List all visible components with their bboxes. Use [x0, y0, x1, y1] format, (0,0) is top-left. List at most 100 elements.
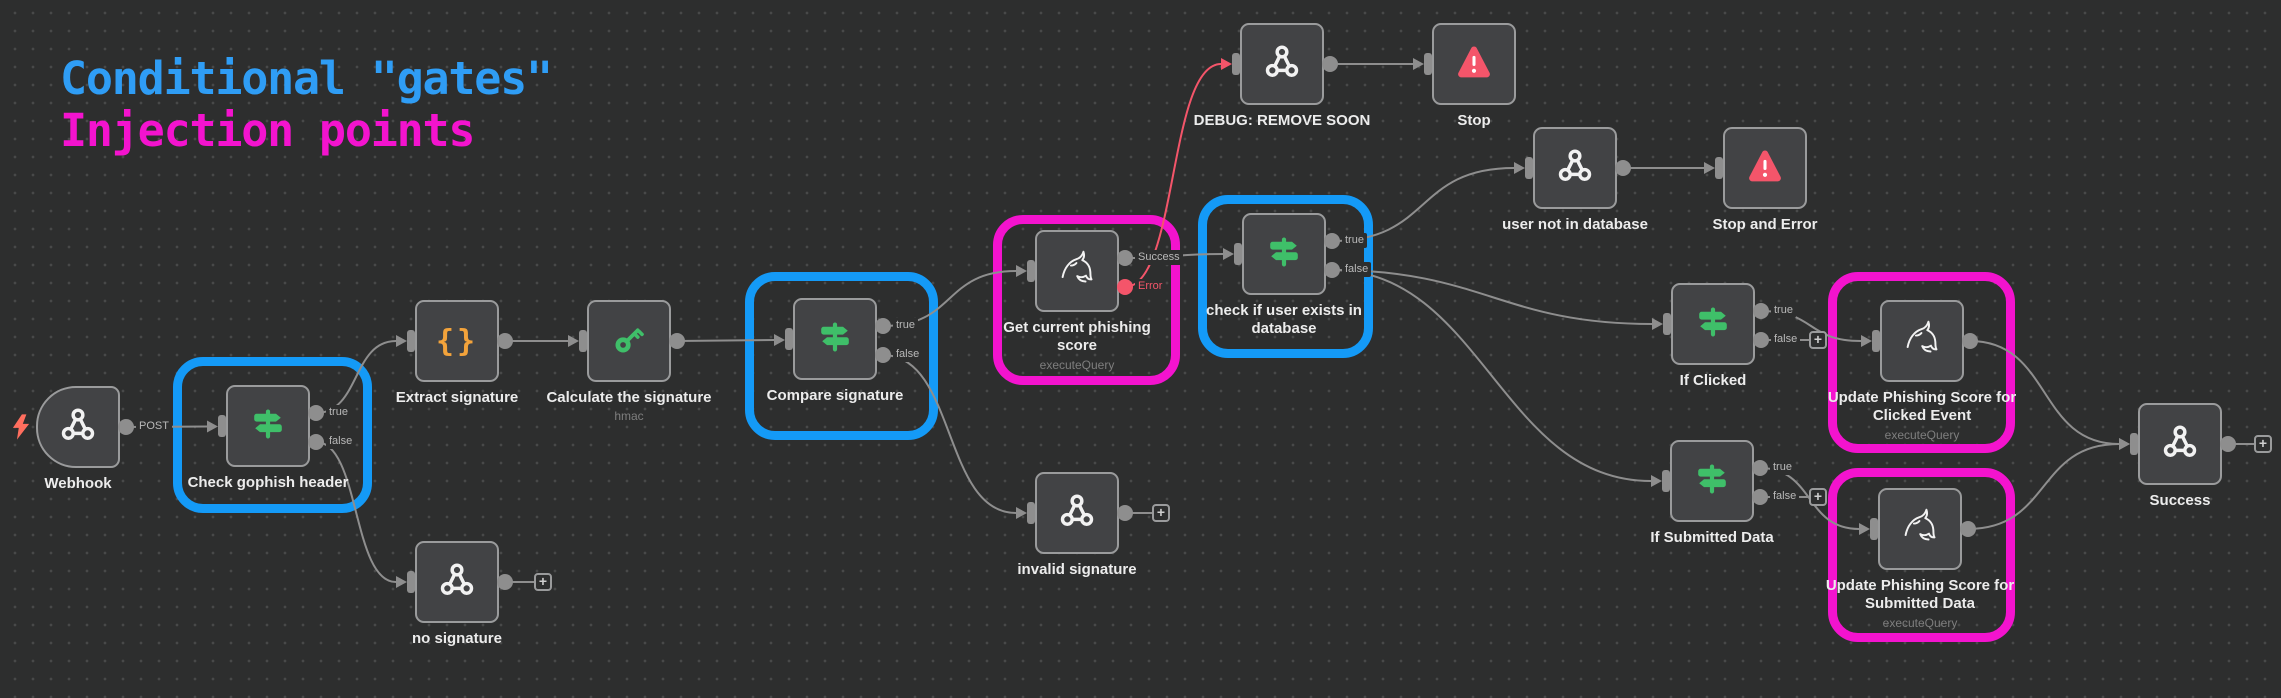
output-port-invalid-signature[interactable] — [1117, 505, 1133, 521]
output-port-upd-clicked[interactable] — [1962, 333, 1978, 349]
node-stop-error[interactable] — [1723, 127, 1807, 209]
if-icon — [815, 317, 855, 362]
warning-icon — [1453, 41, 1495, 88]
input-port-user-not[interactable] — [1525, 157, 1533, 179]
node-sublabel-upd-submitted: executeQuery — [1882, 615, 1958, 630]
input-port-invalid-signature[interactable] — [1027, 502, 1035, 524]
connection-line — [676, 339, 775, 342]
add-node-button[interactable]: + — [2254, 435, 2272, 453]
output-label-false: false — [893, 347, 923, 362]
connection-arrow — [568, 335, 579, 347]
output-port-check-gophish-1[interactable] — [308, 434, 324, 450]
output-label-true: true — [1342, 233, 1367, 248]
connection-line — [315, 441, 397, 583]
input-port-upd-submitted[interactable] — [1870, 518, 1878, 540]
node-upd-submitted[interactable] — [1878, 488, 1962, 570]
add-node-button[interactable]: + — [1809, 488, 1827, 506]
webhook-icon — [436, 559, 478, 606]
webhook-icon — [1056, 490, 1098, 537]
add-node-button[interactable]: + — [1152, 504, 1170, 522]
output-port-debug[interactable] — [1322, 56, 1338, 72]
input-port-stop-error[interactable] — [1715, 157, 1723, 179]
input-port-calculate-signature[interactable] — [579, 330, 587, 352]
input-port-stop[interactable] — [1424, 53, 1432, 75]
output-port-upd-submitted[interactable] — [1960, 521, 1976, 537]
output-port-get-score-0[interactable] — [1117, 250, 1133, 266]
node-debug[interactable] — [1240, 23, 1324, 105]
connection-line — [1967, 443, 2120, 530]
add-node-button[interactable]: + — [1809, 331, 1827, 349]
connection-arrow — [1514, 162, 1525, 174]
connection-arrow — [1861, 335, 1872, 347]
output-port-get-score-1[interactable] — [1117, 279, 1133, 295]
input-port-success[interactable] — [2130, 433, 2138, 455]
output-port-no-signature[interactable] — [497, 574, 513, 590]
input-port-compare-signature[interactable] — [785, 328, 793, 350]
output-label-false: false — [326, 434, 356, 449]
input-port-upd-clicked[interactable] — [1872, 330, 1880, 352]
output-label-true: true — [1770, 460, 1795, 475]
node-no-signature[interactable] — [415, 541, 499, 623]
connection-line — [1331, 269, 1653, 325]
node-if-clicked[interactable] — [1671, 283, 1755, 365]
output-port-compare-signature-1[interactable] — [875, 347, 891, 363]
connection-arrow — [1859, 523, 1870, 535]
input-port-debug[interactable] — [1232, 53, 1240, 75]
node-label-if-submitted: If Submitted Data — [1650, 529, 1774, 546]
output-port-if-clicked-0[interactable] — [1753, 303, 1769, 319]
output-port-compare-signature-0[interactable] — [875, 318, 891, 334]
output-port-extract-signature[interactable] — [497, 333, 513, 349]
annotation-highlight-magenta — [1828, 272, 2015, 453]
node-webhook[interactable] — [36, 386, 120, 468]
node-success[interactable] — [2138, 403, 2222, 485]
connection-arrow — [1413, 58, 1424, 70]
mysql-icon — [1899, 316, 1945, 367]
input-port-check-gophish[interactable] — [218, 415, 226, 437]
node-sublabel-get-score: executeQuery — [1039, 357, 1115, 372]
input-port-if-submitted[interactable] — [1662, 470, 1670, 492]
node-user-not[interactable] — [1533, 127, 1617, 209]
add-node-button[interactable]: + — [534, 573, 552, 591]
output-label-post: POST — [136, 419, 172, 434]
output-port-if-submitted-1[interactable] — [1752, 489, 1768, 505]
node-get-score[interactable] — [1035, 230, 1119, 312]
node-upd-clicked[interactable] — [1880, 300, 1964, 382]
connection-arrow — [1704, 162, 1715, 174]
output-port-if-submitted-0[interactable] — [1752, 460, 1768, 476]
output-port-calculate-signature[interactable] — [669, 333, 685, 349]
input-port-if-clicked[interactable] — [1663, 313, 1671, 335]
output-port-success[interactable] — [2220, 436, 2236, 452]
node-label-upd-submitted: Update Phishing Score for Submitted Data… — [1825, 577, 2015, 630]
output-port-check-gophish-0[interactable] — [308, 405, 324, 421]
output-port-if-clicked-1[interactable] — [1753, 332, 1769, 348]
node-stop[interactable] — [1432, 23, 1516, 105]
connection-arrow — [1221, 58, 1232, 70]
warning-icon — [1744, 145, 1786, 192]
connection-arrow — [1016, 507, 1027, 519]
output-label-true: true — [893, 318, 918, 333]
output-port-user-not[interactable] — [1615, 160, 1631, 176]
node-check-user[interactable] — [1242, 213, 1326, 295]
input-port-no-signature[interactable] — [407, 571, 415, 593]
input-port-get-score[interactable] — [1027, 260, 1035, 282]
node-calculate-signature[interactable] — [587, 300, 671, 382]
node-label-check-gophish: Check gophish header — [187, 474, 349, 491]
input-port-check-user[interactable] — [1234, 243, 1242, 265]
node-check-gophish[interactable] — [226, 385, 310, 467]
node-compare-signature[interactable] — [793, 298, 877, 380]
output-label-error: Error — [1135, 279, 1166, 294]
output-label-true: true — [1771, 303, 1796, 318]
input-port-extract-signature[interactable] — [407, 330, 415, 352]
node-label-success: Success — [2149, 492, 2211, 509]
output-port-check-user-0[interactable] — [1324, 233, 1340, 249]
node-invalid-signature[interactable] — [1035, 472, 1119, 554]
connection-arrow — [207, 420, 218, 433]
connection-arrow — [2119, 438, 2130, 450]
output-port-webhook[interactable] — [118, 419, 134, 435]
annotation-highlight-blue — [745, 272, 938, 440]
output-port-check-user-1[interactable] — [1324, 262, 1340, 278]
node-extract-signature[interactable]: {} — [415, 300, 499, 382]
node-if-submitted[interactable] — [1670, 440, 1754, 522]
